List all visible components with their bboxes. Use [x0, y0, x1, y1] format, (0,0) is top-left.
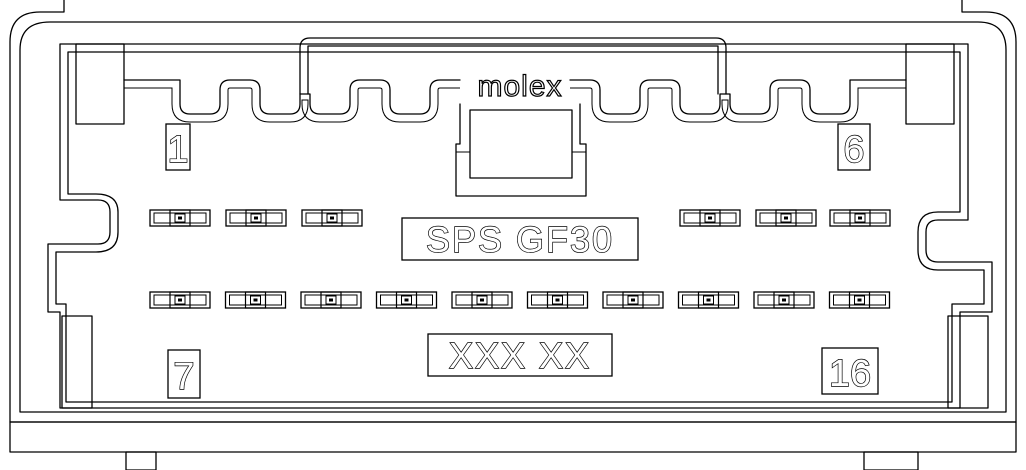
- terminal-cavity-9: [300, 291, 362, 309]
- pin-label-box-6: [837, 123, 871, 171]
- pin-label-6: 6: [843, 129, 864, 171]
- housing-inner-outline: [19, 21, 1007, 413]
- material-marking-box: [401, 217, 639, 261]
- pin-label-box-16: [821, 347, 879, 395]
- cavity-row-top: [149, 209, 891, 227]
- terminal-cavity-15: [753, 291, 815, 309]
- wave-left: [123, 79, 461, 115]
- material-marking: SPS GF30: [426, 219, 614, 260]
- cavity-frame-inner: [55, 51, 985, 403]
- wave-right-inner: [570, 87, 906, 123]
- pin-label-box-1: [165, 123, 191, 171]
- corner-block-top-right: [905, 43, 955, 125]
- latch-channel-inner: [307, 45, 719, 95]
- terminal-cavity-14: [677, 291, 740, 309]
- foot-right: [863, 451, 919, 470]
- pin-label-box-7: [167, 349, 201, 399]
- terminal-cavity-6: [829, 209, 891, 227]
- terminal-cavity-1: [149, 209, 211, 227]
- pin-label-7: 7: [173, 356, 194, 398]
- terminal-cavity-3: [301, 209, 363, 227]
- housing-base: [9, 421, 1017, 453]
- terminal-cavity-7: [149, 291, 211, 309]
- cavity-row-bottom: [149, 291, 891, 309]
- latch-notch-inner: [469, 109, 573, 179]
- latch-notch-outer: [455, 103, 587, 197]
- terminal-cavity-13: [602, 291, 664, 309]
- terminal-cavity-12: [526, 291, 589, 309]
- wave-right: [569, 79, 907, 115]
- terminal-cavity-5: [755, 209, 817, 227]
- latch-channel: [299, 37, 727, 95]
- corner-block-bottom-left: [61, 315, 93, 409]
- part-marking: XXX XX: [449, 335, 591, 376]
- terminal-cavity-10: [375, 291, 438, 309]
- terminal-cavity-16: [828, 291, 891, 309]
- pin-label-16: 16: [829, 353, 871, 395]
- foot-left: [125, 451, 157, 470]
- corner-block-top-left: [75, 43, 125, 125]
- terminal-cavity-4: [679, 209, 741, 227]
- brand-logo: molex: [477, 70, 562, 103]
- wave-left-inner: [124, 87, 460, 123]
- corner-block-bottom-right: [947, 315, 989, 409]
- part-marking-box: [427, 333, 613, 377]
- terminal-cavity-8: [224, 291, 287, 309]
- terminal-cavity-2: [225, 209, 287, 227]
- terminal-cavity-11: [451, 291, 513, 309]
- pin-label-1: 1: [167, 129, 188, 171]
